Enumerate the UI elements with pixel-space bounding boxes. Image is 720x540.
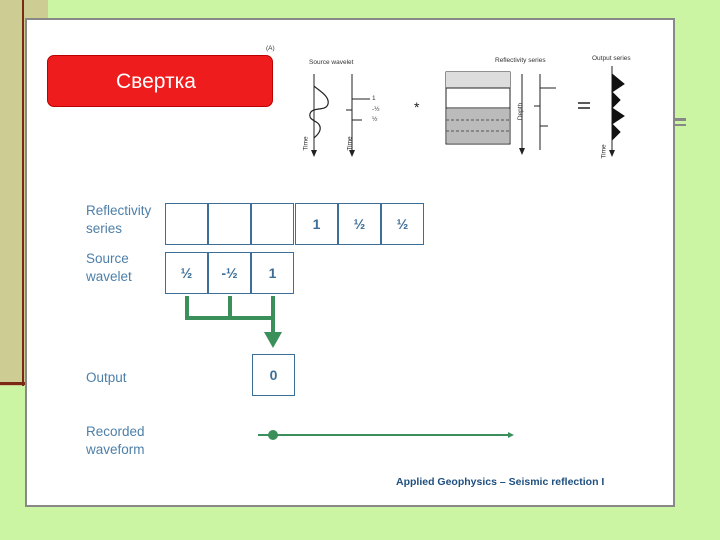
reflectivity-label: Reflectivity series: [86, 203, 152, 236]
spike-label-3: ½: [372, 116, 378, 123]
slide-caption: Applied Geophysics – Seismic reflection …: [396, 476, 605, 488]
wavelet-cell: ½: [165, 252, 208, 294]
reflectivity-cell: [251, 203, 294, 245]
spike-label-2: -½: [372, 106, 380, 113]
panel-label: (A): [266, 45, 275, 52]
left-rule: [22, 0, 24, 386]
output-label: Output: [86, 370, 127, 385]
reflectivity-cell: ½: [381, 203, 424, 245]
earth-layer-1: [446, 72, 510, 88]
output-trace: [611, 73, 625, 141]
right-rule: [672, 118, 686, 121]
output-cell: 0: [252, 354, 295, 396]
slide-title: Свертка: [47, 55, 273, 107]
connector-arrow: [264, 332, 282, 348]
reflectivity-cell: [208, 203, 251, 245]
recorded-point: [268, 430, 278, 440]
recorded-label: Recorded waveform: [86, 424, 145, 457]
time-arrow-2: [349, 150, 355, 157]
reflectivity-figure-title: Reflectivity series: [495, 57, 546, 64]
wavelet-label: Source wavelet: [86, 251, 132, 284]
bottom-rule: [0, 382, 26, 385]
source-wavelet-title: Source wavelet: [309, 59, 354, 66]
output-figure-title: Output series: [592, 55, 631, 62]
depth-arrow: [519, 148, 525, 155]
right-rule-2: [672, 124, 686, 126]
wavelet-curve: [309, 85, 329, 139]
reflectivity-cell: ½: [338, 203, 381, 245]
reflectivity-cell: [165, 203, 208, 245]
recorded-arrow: [508, 432, 514, 438]
spike-label-1: 1: [372, 95, 376, 102]
time-arrow-3: [609, 150, 615, 157]
reflectivity-cell: 1: [295, 203, 338, 245]
time-arrow-1: [311, 150, 317, 157]
wavelet-cell: 1: [251, 252, 294, 294]
convolution-star: *: [414, 99, 420, 115]
wavelet-cell: -½: [208, 252, 251, 294]
earth-layer-3: [447, 109, 509, 143]
